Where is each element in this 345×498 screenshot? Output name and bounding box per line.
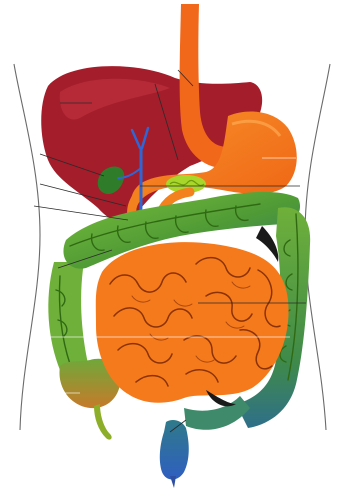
ascending-colon (48, 262, 90, 372)
anus (170, 476, 176, 488)
small-intestine (96, 242, 289, 403)
appendix (94, 404, 112, 440)
